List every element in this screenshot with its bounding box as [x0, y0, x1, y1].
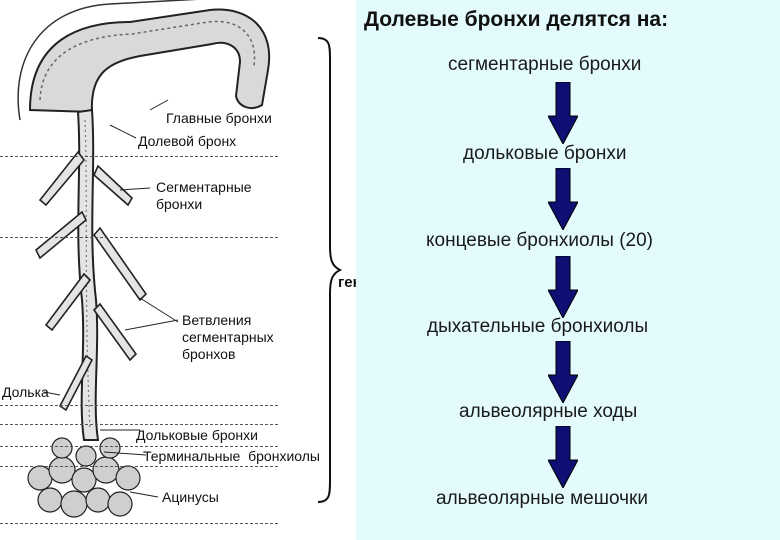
down-arrow-5	[548, 426, 578, 488]
step-respiratory-bronchioles: дыхательные бронхиолы	[427, 316, 649, 337]
step-terminal-bronchioles: концевые бронхиолы (20)	[426, 230, 653, 251]
label-branching: Ветвления сегментарных бронхов	[182, 312, 274, 362]
generation-divider-2	[0, 237, 278, 238]
generations-brace	[317, 37, 342, 503]
generation-divider-3	[0, 405, 278, 406]
step-alveolar-ducts: альвеолярные ходы	[459, 401, 638, 422]
step-segmental-bronchi: сегментарные бронхи	[448, 54, 642, 75]
step-alveolar-sacs: альвеолярные мешочки	[436, 488, 648, 509]
label-acini: Ацинусы	[162, 489, 219, 505]
label-lobar-bronchus: Долевой бронх	[138, 133, 237, 149]
bronchial-tree-illustration	[17, 0, 271, 518]
bronchial-tree-figure: Главные бронхи Долевой бронх Сегментарны…	[0, 0, 356, 540]
generation-divider-1	[0, 156, 278, 157]
step-lobular-bronchi: дольковые бронхи	[463, 143, 627, 164]
generation-divider-6	[0, 466, 278, 467]
label-lobule: Долька	[2, 384, 49, 400]
down-arrow-1	[548, 82, 578, 144]
down-arrow-2	[548, 168, 578, 230]
label-terminal-bronchioles: Терминальные бронхиолы	[143, 448, 320, 464]
scheme-heading: Долевые бронхи делятся на:	[364, 8, 669, 31]
down-arrow-3	[548, 256, 578, 318]
label-lobular-bronchi: Дольковые бронхи	[136, 427, 258, 443]
down-arrow-4	[548, 341, 578, 403]
generation-divider-4	[0, 424, 278, 425]
label-main-bronchi: Главные бронхи	[166, 110, 272, 126]
generation-divider-5	[0, 446, 278, 447]
generation-divider-7	[0, 523, 278, 524]
label-segmental-bronchi: Сегментарные бронхи	[156, 179, 252, 212]
